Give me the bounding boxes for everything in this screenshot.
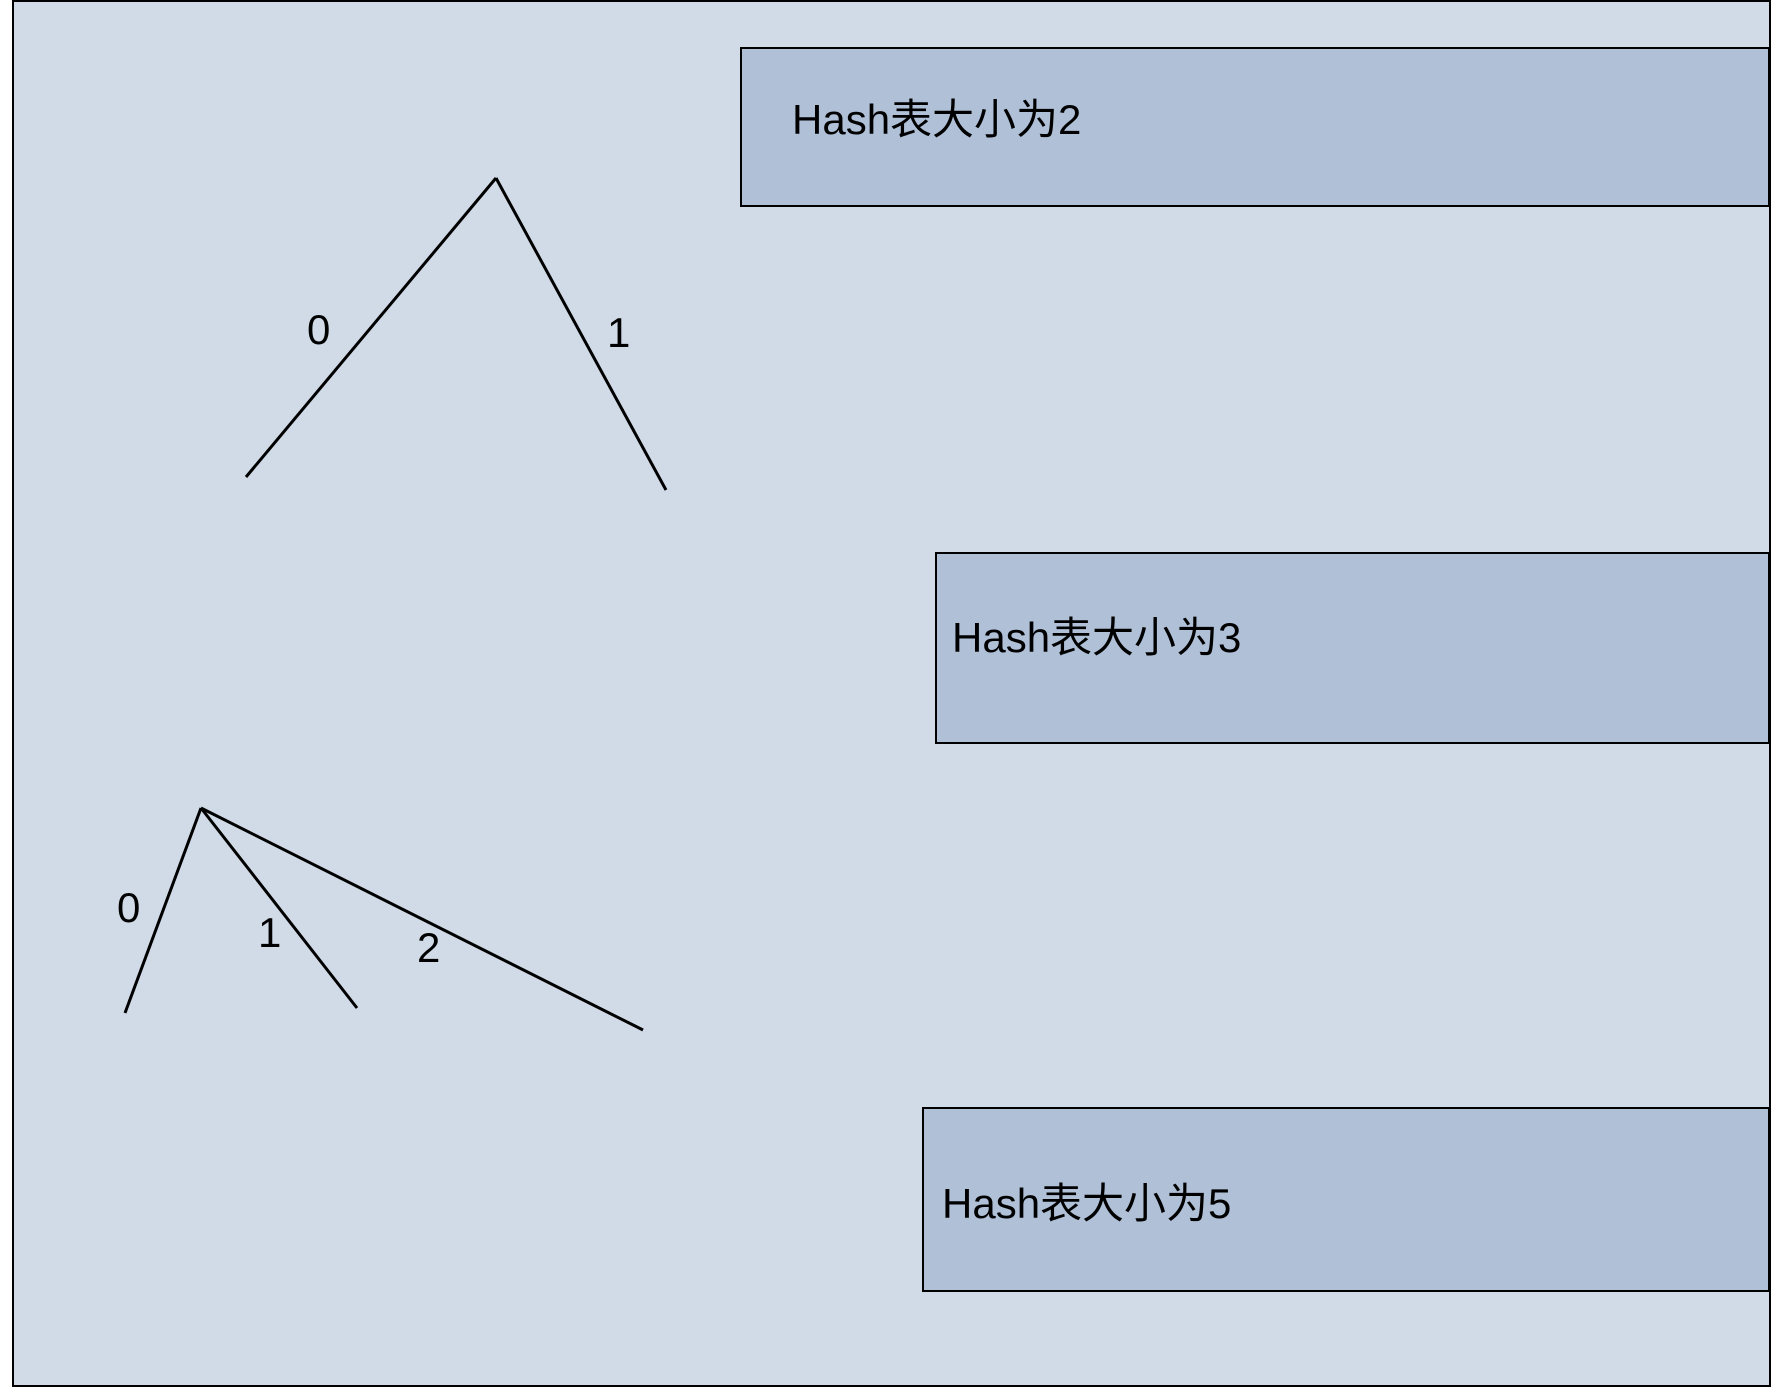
tree-two-edge-label-1: 1 — [607, 309, 631, 356]
tree-three-edge-2 — [200, 806, 644, 1032]
tree-two-edge-1 — [494, 177, 668, 491]
hash-table-box-size-3-label: Hash表大小为3 — [952, 614, 1242, 661]
tree-two-edge-0 — [244, 177, 498, 478]
tree-three-edge-label-0: 0 — [117, 884, 141, 931]
tree-three-edge-label-1: 1 — [258, 909, 282, 956]
tree-two-way — [244, 177, 668, 491]
hash-table-box-size-2-label: Hash表大小为2 — [792, 96, 1082, 143]
tree-three-edge-label-2: 2 — [417, 924, 441, 971]
tree-three-edge-0 — [123, 807, 203, 1014]
hash-table-box-size-2: Hash表大小为2 — [740, 47, 1770, 207]
hash-table-box-size-5: Hash表大小为5 — [922, 1107, 1770, 1292]
tree-three-way — [123, 806, 644, 1032]
hash-table-box-size-5-label: Hash表大小为5 — [942, 1180, 1232, 1227]
hash-table-box-size-3: Hash表大小为3 — [935, 552, 1770, 744]
tree-two-edge-label-0: 0 — [307, 306, 331, 353]
tree-three-edge-1 — [199, 807, 359, 1009]
